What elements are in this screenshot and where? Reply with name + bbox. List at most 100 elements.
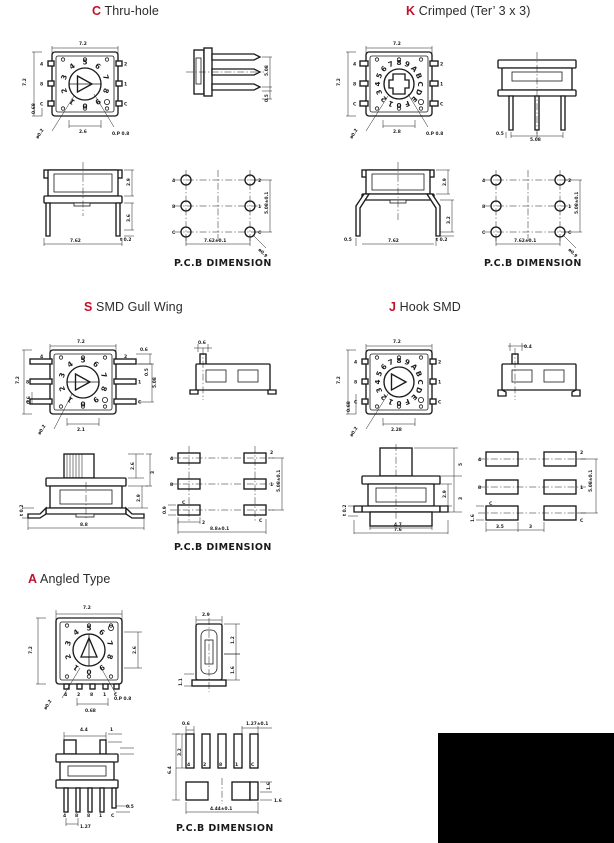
dim-h3: 5 [458,463,464,466]
front-pin-label-4: C [111,813,115,819]
pcb-dim-width: 7.62±0.1 [204,238,226,244]
dim-front-width: 8.8 [80,522,88,528]
dial-char: D [414,88,425,97]
dim-h3: 3 [150,471,156,474]
dim-pin-note: ø0.2 [349,426,360,438]
dial-char: 5 [374,72,384,80]
pcb-dim-pad-h: 1.6 [470,514,476,522]
dial-char: 8 [396,356,401,365]
pcb-dim-pitch: 1.27±0.1 [246,721,268,727]
terminal-label-left-0: 4 [40,62,43,68]
dim-center-span: 2.1 [77,427,85,433]
pcb-pad-right-1: 1 [568,204,571,210]
dial-char: 2 [379,392,389,402]
dial-char: 2 [63,653,73,661]
dim-pin-note: ø0.2 [37,424,48,436]
redacted-black-box [438,733,614,843]
angled-type-front-view: 4 8 8 1 C 4.4 1 0.5 1.27 [26,720,156,830]
dial-char: 4 [67,61,76,71]
pcb-pad-right-1: 1 [580,485,583,491]
front-pin-label-0: 4 [63,813,66,819]
dial-char: 1 [67,97,76,107]
dim-front-width: 7.62 [70,238,81,244]
dial-char: F [403,99,411,109]
dim-height: 7.2 [336,78,342,86]
dim-pitch: 1.27 [80,824,91,830]
pcb-pad-right-0: 2 [580,450,583,456]
pcb-pad-right-0: 2 [270,450,273,456]
dial-char: 6 [91,359,100,369]
dim-h1: 2.9 [126,178,132,186]
dial-char: 2 [379,94,389,104]
pin-label-1: 2 [77,692,80,698]
dial-char: 9 [97,663,106,673]
dim-width: 7.2 [393,41,401,47]
thru-hole-side-view: 5.08 0.5 [176,36,286,136]
pcb-dim-width: 7.62±0.1 [514,238,536,244]
dim-center-span: 2.28 [391,427,402,433]
terminal-label-left-1: 8 [40,82,43,88]
smd-gull-wing-pcb-view: 4 8 C 2 1 C 5.08±0.1 8.8±0.1 0.9 2 [160,444,296,542]
dial-char: 3 [63,639,73,647]
dim-depth: 2.6 [132,646,138,654]
pcb-pad-right-0: 2 [568,178,571,184]
pcb-pad-left-0: 4 [170,456,173,462]
dim-stub: 0.5 [126,804,134,810]
pcb-dim-total-h: 6.4 [167,766,173,774]
dial-char: 1 [71,663,80,673]
dial-char: 3 [59,73,69,81]
dim-thickness: t 0.2 [342,505,348,516]
pcb-dim-height: 5.08±0.1 [588,470,594,492]
dial-char: B [414,370,424,379]
dim-pin-note: ø0.2 [43,699,54,711]
dial-char: 8 [396,58,401,67]
dial-char: 9 [93,97,102,107]
dim-h1: 1.2 [230,636,236,644]
pcb-caption-smd-gull-wing: P.C.B DIMENSION [174,542,272,553]
pcb-pad-left-2: C [182,500,186,506]
pcb-caption-angled-type: P.C.B DIMENSION [176,823,274,834]
front-pin-label-2: 8 [87,813,90,819]
smd-gull-wing-front-view: 2.6 2.9 3 t 0.2 8.8 [16,442,156,534]
pcb-dim-hole: ø0.9 [257,247,269,259]
dim-pin-note: ø0.2 [349,128,360,140]
dim-lead-len: 0.6 [140,347,148,353]
pin-label-3: 1 [103,692,106,698]
dim-thickness: t 0.2 [120,237,131,243]
section-name-a: Angled Type [40,572,111,586]
smd-gull-wing-side-view: 0.6 [180,340,292,420]
pcb-pad-right-2: C [259,518,263,524]
terminal-label-right-0: 2 [124,354,127,360]
section-code-a: A [28,572,38,586]
hook-smd-side-view: 0.4 [486,342,598,420]
dial-char: D [414,386,425,395]
dim-lead: 0.4 [524,344,532,350]
angled-type-pcb-view: 4 2 8 1 C 0.6 1.27±0.1 3.2 6.4 1.6 1.6 4… [160,720,296,820]
pcb-pad-right-2: C [568,230,572,236]
dial-char: 6 [379,64,389,74]
dial-char: 4 [373,379,382,384]
dim-knob: 0.6 [198,340,206,346]
section-heading-hook-smd: J Hook SMD [389,300,461,314]
section-heading-smd-gull-wing: S SMD Gull Wing [84,300,183,314]
pcb-pad-label-0: 4 [187,762,190,768]
pcb-dim-hole: ø0.9 [567,247,579,259]
dial-char: 7 [105,639,115,647]
terminal-label-right-1: 1 [138,380,141,386]
dial-char: 7 [101,73,111,81]
dim-h2: 3.2 [446,216,452,224]
thru-hole-pcb-view: 4 8 C 2 1 C 7.62±0.1 5.08±0.1 ø0.9 [160,166,290,259]
dial-char: 1 [387,397,395,407]
terminal-label-right-1: 1 [438,380,441,386]
hook-smd-front-view: 2.9 5 3 t 0.2 4.7 7.6 [336,442,472,538]
section-heading-thru-hole: C Thru-hole [92,4,159,18]
terminal-label-left-1: 8 [354,380,357,386]
terminal-label-left-0: 4 [354,360,357,366]
dial-char: E [409,392,419,402]
terminal-label-right-0: 2 [440,62,443,68]
